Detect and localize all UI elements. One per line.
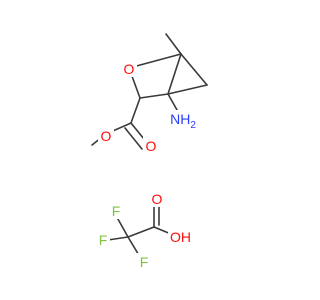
- ester-carbonyl-oxygen-bg: [143, 137, 159, 154]
- bond-cf3-cooh: [127, 226, 155, 238]
- bond-ester-carbonyl-b: [124, 127, 143, 150]
- amine-label: NH2: [170, 111, 196, 131]
- bond-c1-c4: [167, 53, 182, 95]
- ring-oxygen-label: O: [124, 61, 135, 77]
- amine-nh: NH: [170, 111, 190, 127]
- amine-bg: [170, 110, 196, 129]
- hydroxyl-bg: [168, 228, 194, 245]
- acid-carbonyl-oxygen-label: O: [152, 191, 163, 207]
- fluorine-1-label: F: [112, 203, 121, 219]
- bond-methyl: [165, 33, 182, 55]
- bond-c1-o: [128, 53, 182, 69]
- ester-ether-oxygen-label: O: [101, 128, 112, 144]
- fluorine-2-label: F: [99, 232, 108, 248]
- trifluoroacetic-acid: F F F O OH: [96, 190, 194, 270]
- hydroxyl-label: OH: [170, 229, 191, 245]
- fluorine-1-bg: [109, 202, 123, 219]
- bond-c5-c4: [167, 84, 208, 95]
- fluorine-2-bg: [96, 231, 110, 248]
- structure-diagram: O NH2 O O F F F O OH: [91, 33, 208, 270]
- fluorine-3-bg: [137, 253, 151, 270]
- bond-c1-c5: [180, 53, 208, 86]
- bicyclic-amino-ester: O NH2 O O: [91, 33, 208, 154]
- bond-c3-c4: [139, 93, 169, 99]
- ester-carbonyl-oxygen-label: O: [146, 138, 157, 154]
- ester-ether-oxygen-bg: [98, 127, 114, 144]
- bond-c3-ester: [130, 97, 141, 124]
- amine-subscript: 2: [190, 120, 196, 131]
- ring-oxygen-bg: [121, 60, 137, 77]
- bond-cf-2: [107, 236, 129, 241]
- fluorine-3-label: F: [140, 254, 149, 270]
- acid-carbonyl-oxygen-bg: [149, 190, 165, 207]
